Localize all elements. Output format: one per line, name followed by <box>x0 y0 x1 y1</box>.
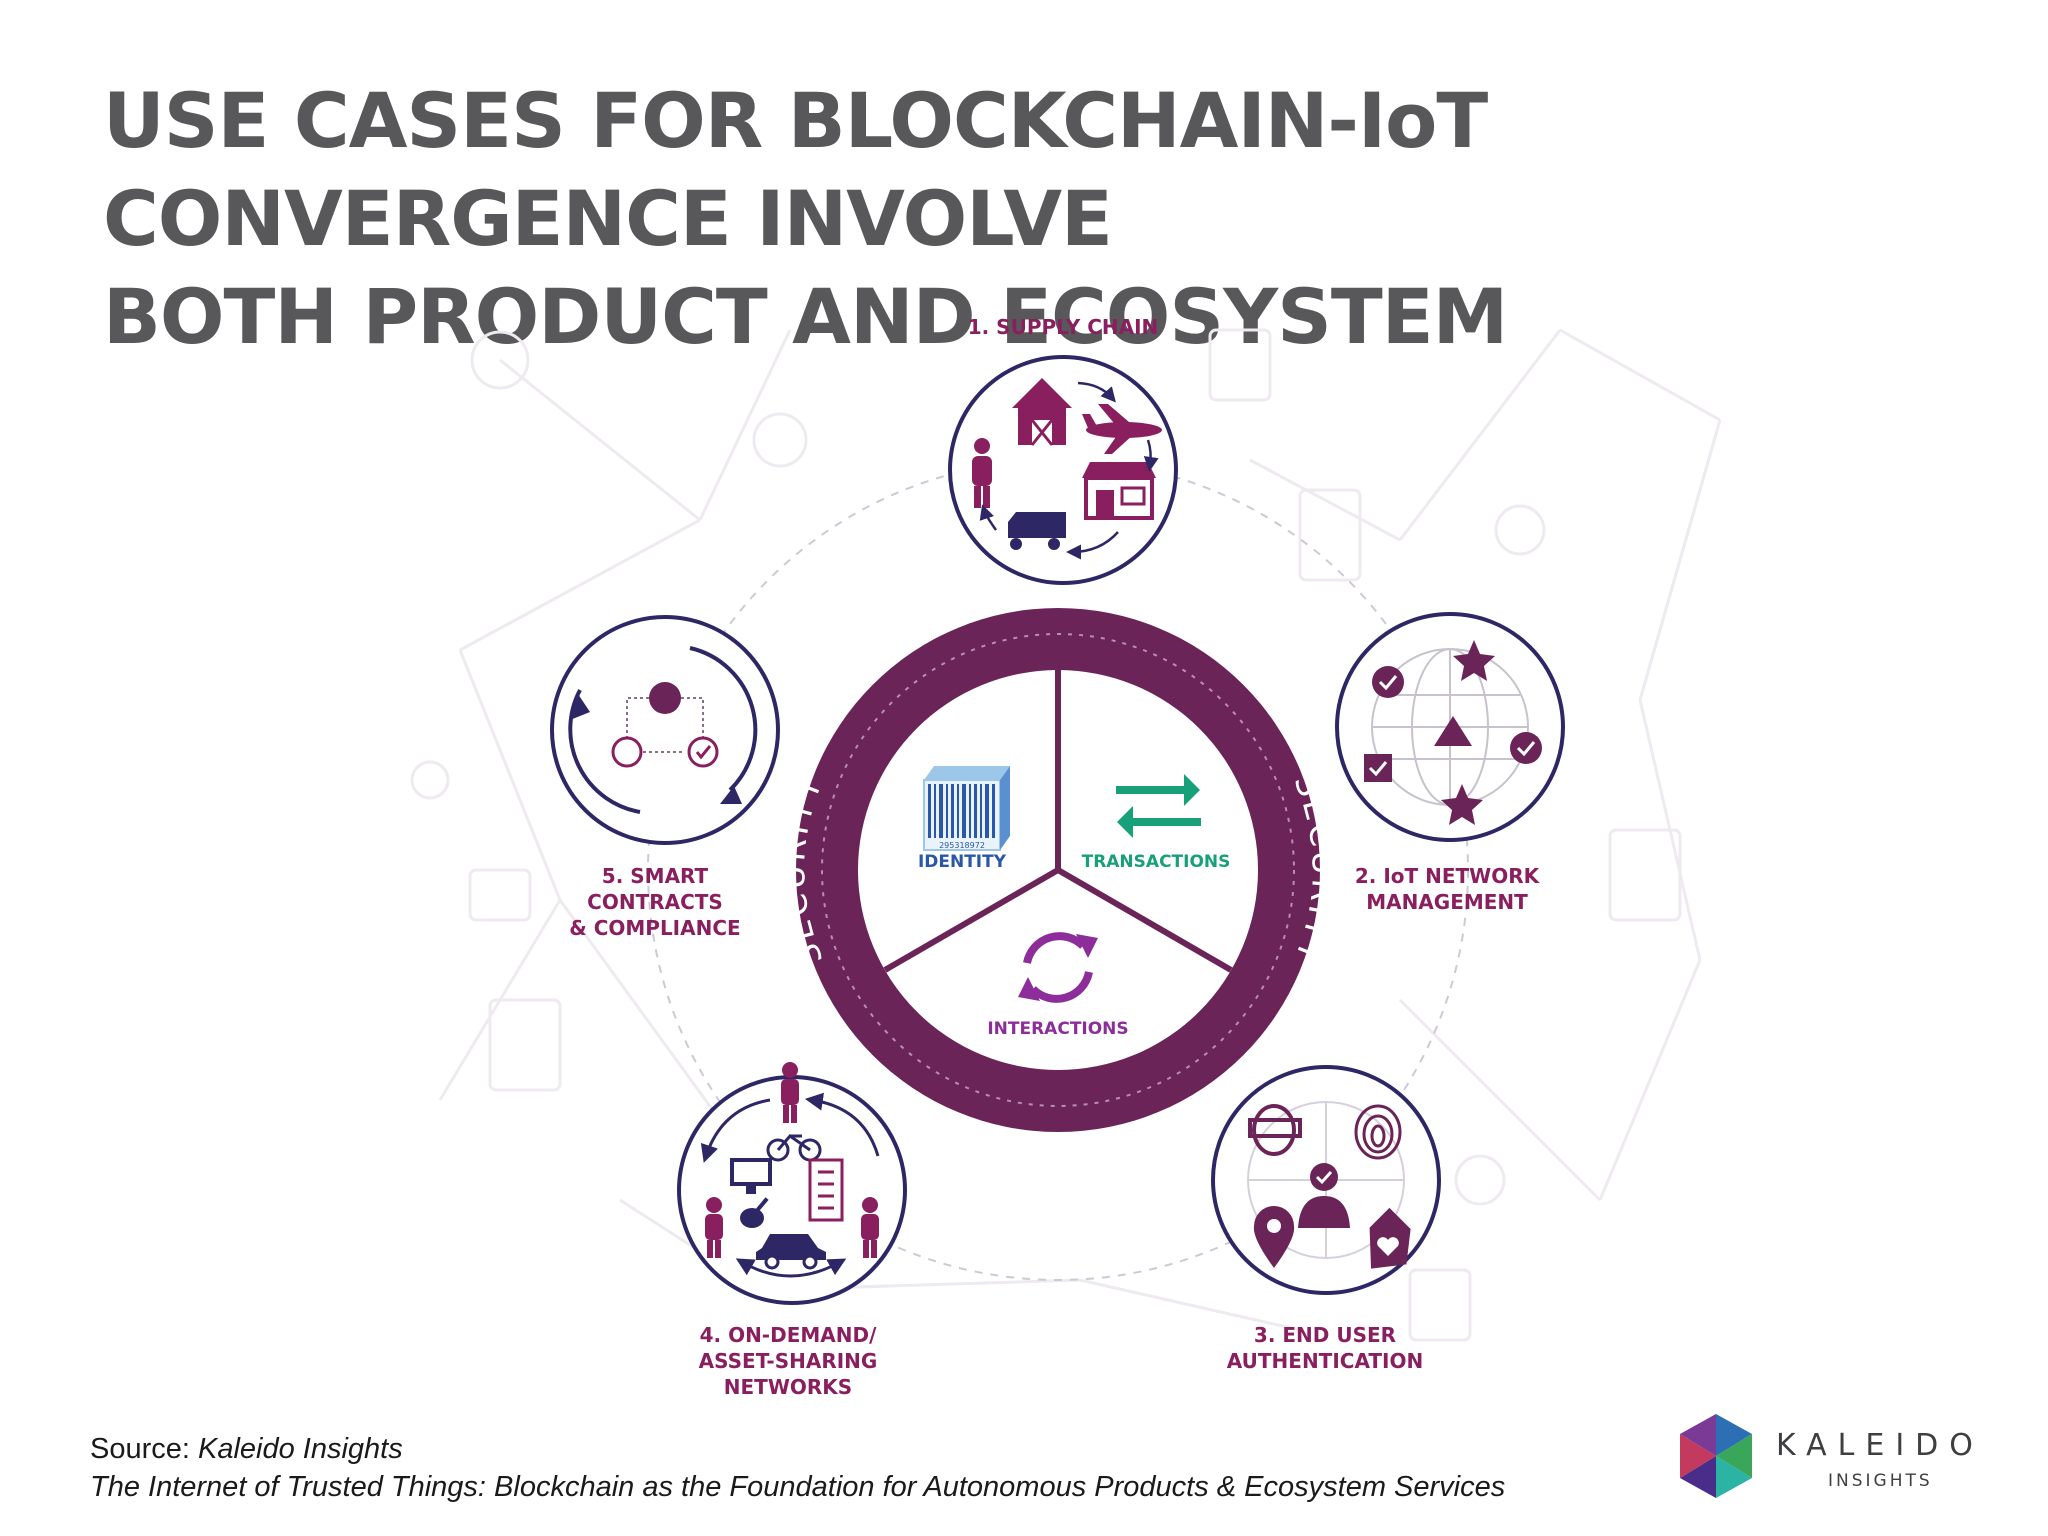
person-icon <box>781 1062 799 1123</box>
user-auth-node: 3. END USER AUTHENTICATION <box>1211 1065 1441 1373</box>
fingerprint-icon <box>1354 1104 1402 1160</box>
building-icon <box>808 1158 844 1222</box>
iot-network-node: 2. IoT NETWORK MANAGEMENT <box>1335 612 1565 914</box>
asset-sharing-label-line2: ASSET-SHARING <box>699 1349 878 1373</box>
kaleido-logo: KALEIDO INSIGHTS <box>1668 1408 2028 1508</box>
face-scan-icon <box>1248 1104 1302 1156</box>
interactions-label: INTERACTIONS <box>987 1019 1128 1039</box>
supply-chain-label: 1. SUPPLY CHAIN <box>968 315 1159 339</box>
star-badge-icon <box>1453 640 1495 681</box>
asset-sharing-node: 4. ON-DEMAND/ ASSET-SHARING NETWORKS <box>677 1062 907 1399</box>
barcode-icon <box>923 766 1010 851</box>
computer-icon <box>730 1158 772 1194</box>
guitar-icon <box>740 1197 769 1228</box>
title-line-1: USE CASES FOR BLOCKCHAIN-IoT CONVERGENCE… <box>103 76 1488 263</box>
farmer-person-icon <box>972 438 992 508</box>
cycle-arrow-icon <box>568 646 758 814</box>
person-icon <box>705 1197 723 1258</box>
bicycle-icon <box>766 1133 822 1162</box>
warning-triangle-icon <box>1434 716 1472 746</box>
check-circle-icon <box>1372 666 1404 698</box>
iot-network-label-line1: 2. IoT NETWORK <box>1355 864 1541 888</box>
source-line: Source: Kaleido Insights <box>90 1430 1505 1468</box>
person-icon <box>861 1197 879 1258</box>
asset-sharing-label-line1: 4. ON-DEMAND/ <box>700 1323 878 1347</box>
sharing-cycle-arrows <box>700 1092 880 1278</box>
user-check-icon <box>1298 1163 1350 1228</box>
iot-network-label-line2: MANAGEMENT <box>1366 890 1528 914</box>
transactions-label: TRANSACTIONS <box>1082 852 1231 872</box>
logo-subtitle: INSIGHTS <box>1828 1471 1933 1491</box>
smart-contracts-node: 5. SMART CONTRACTS & COMPLIANCE <box>550 615 780 940</box>
orbit-ring <box>647 459 1469 1281</box>
identity-label: IDENTITY <box>918 852 1007 872</box>
cycle-arrows-icon <box>1023 932 1093 1003</box>
barcode-number: 295318972 <box>939 841 985 850</box>
user-auth-label-line2: AUTHENTICATION <box>1227 1349 1423 1373</box>
page-title: USE CASES FOR BLOCKCHAIN-IoT CONVERGENCE… <box>103 72 2003 366</box>
location-pin-icon <box>1253 1206 1295 1268</box>
barn-icon <box>1012 378 1072 446</box>
central-wheel: SECURITY SECURITY <box>773 608 1341 1132</box>
identity-segment: 295318972 IDENTITY <box>918 766 1010 872</box>
source-prefix: Source: <box>90 1433 198 1465</box>
store-icon <box>1082 462 1156 520</box>
tag-heart-icon <box>1369 1207 1411 1269</box>
logo-wordmark: KALEIDO <box>1776 1428 1984 1463</box>
kaleido-logo-mark <box>1680 1414 1752 1498</box>
truck-icon <box>1008 512 1066 550</box>
check-circle-icon <box>1510 732 1542 764</box>
smart-contracts-label-line1: 5. SMART <box>602 864 709 888</box>
airplane-icon <box>1082 404 1162 454</box>
supply-chain-node: 1. SUPPLY CHAIN <box>948 315 1178 585</box>
workflow-icon <box>611 682 719 768</box>
asset-sharing-label-line3: NETWORKS <box>724 1375 852 1399</box>
checkbox-icon <box>1364 754 1392 782</box>
report-title: The Internet of Trusted Things: Blockcha… <box>90 1471 1506 1503</box>
smart-contracts-label-line2: CONTRACTS <box>587 890 723 914</box>
source-name: Kaleido Insights <box>198 1433 403 1465</box>
interactions-segment: INTERACTIONS <box>987 932 1129 1039</box>
smart-contracts-label-line3: & COMPLIANCE <box>569 916 740 940</box>
transactions-segment: TRANSACTIONS <box>1082 774 1231 872</box>
user-auth-label-line1: 3. END USER <box>1254 1323 1396 1347</box>
source-note: Source: Kaleido Insights The Internet of… <box>90 1430 1505 1506</box>
supply-chain-cycle-arrows <box>979 381 1159 560</box>
star-badge-icon <box>1441 784 1483 825</box>
title-line-2: BOTH PRODUCT AND ECOSYSTEM <box>103 272 1508 361</box>
exchange-arrows-icon <box>1116 774 1201 838</box>
